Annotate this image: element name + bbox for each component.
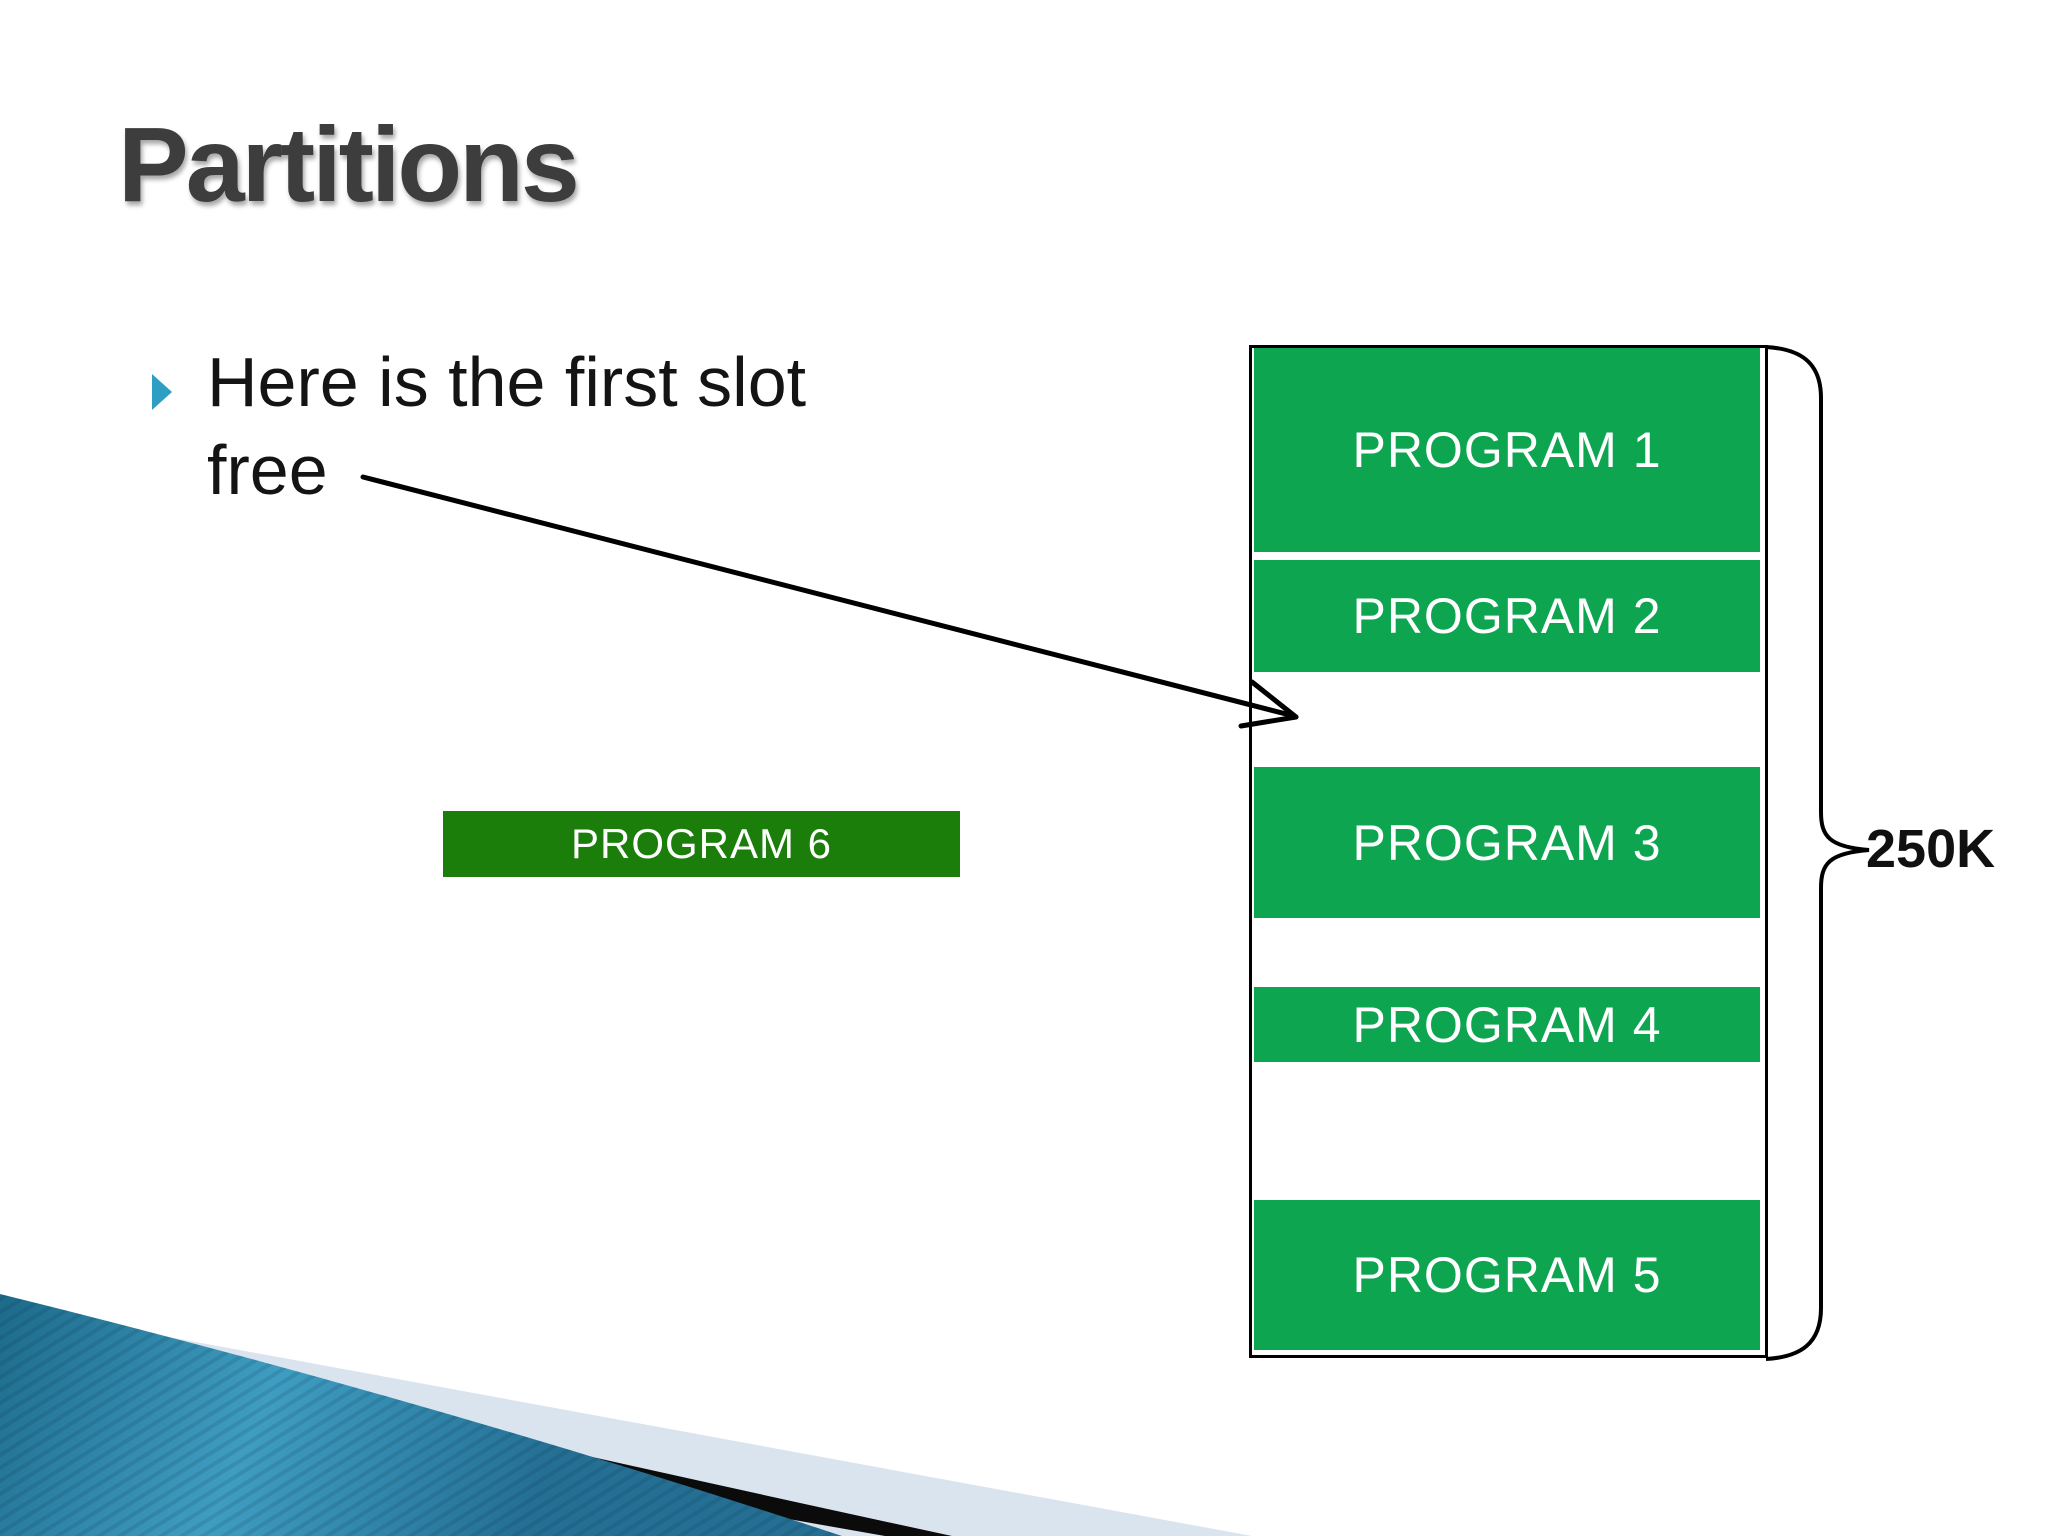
partition-label: PROGRAM 2 (1352, 588, 1662, 644)
corner-decoration (0, 1294, 1252, 1536)
partition-label: PROGRAM 3 (1352, 814, 1662, 871)
brace-size-label: 250K (1866, 819, 1996, 879)
decoration-teal-stripes (0, 1294, 842, 1536)
partition-free-slot (1254, 1062, 1760, 1200)
partition-program-5: PROGRAM 5 (1254, 1200, 1760, 1350)
partition-program-4: PROGRAM 4 (1254, 987, 1760, 1062)
partition-program-2: PROGRAM 2 (1254, 560, 1760, 672)
pointer-arrow (360, 474, 1299, 729)
memory-stack: PROGRAM 1 PROGRAM 2 PROGRAM 3 PROGRAM 4 PROG… (1249, 345, 1768, 1358)
page-title: Partitions (118, 106, 580, 224)
partition-label: PROGRAM 5 (1352, 1247, 1662, 1303)
bullet-line-2: free (207, 431, 328, 509)
partition-label: PROGRAM 4 (1352, 996, 1662, 1053)
decoration-teal-wedge (0, 1294, 842, 1536)
partition-free-slot (1254, 672, 1760, 767)
partition-free-slot (1254, 918, 1760, 987)
bullet-text: Here is the first slot free (207, 338, 806, 514)
bullet-line-1: Here is the first slot (207, 343, 807, 421)
program6-box: PROGRAM 6 (443, 811, 960, 877)
partition-program-3: PROGRAM 3 (1254, 767, 1760, 918)
decoration-pale-wedge (0, 1306, 1252, 1536)
decoration-black-band (0, 1335, 952, 1536)
program6-label: PROGRAM 6 (570, 820, 833, 867)
partition-program-1: PROGRAM 1 (1254, 348, 1760, 552)
partition-label: PROGRAM 1 (1352, 422, 1662, 478)
bullet-triangle-icon (152, 374, 172, 410)
size-brace (1765, 345, 1870, 1361)
